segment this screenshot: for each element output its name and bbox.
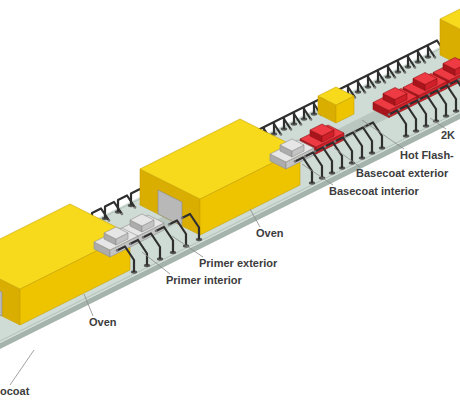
- robot-arm: [368, 71, 385, 88]
- robot-arm: [130, 240, 147, 266]
- station-label: Primer exterior: [199, 257, 277, 270]
- robot-arm: [284, 113, 301, 130]
- robot-arm: [378, 66, 395, 83]
- spray-nozzle: [181, 217, 184, 220]
- spray-nozzle: [290, 128, 293, 131]
- robot-arm: [105, 202, 122, 219]
- station-label: Hot Flash-: [400, 149, 454, 162]
- robot-arm: [295, 158, 312, 184]
- leader-line: [362, 120, 404, 149]
- conveyor-floor: [0, 6, 460, 380]
- robot-rail: [0, 7, 460, 337]
- car-cabin-top: [104, 227, 128, 239]
- car-cabin-top: [383, 88, 407, 100]
- spray-nozzle: [364, 91, 367, 94]
- leader-line: [334, 148, 360, 167]
- spray-nozzle: [108, 219, 111, 222]
- robot-arm: [118, 196, 135, 213]
- leader-lines: [10, 118, 446, 385]
- leader-line: [142, 252, 170, 274]
- car-cabin-top: [413, 73, 437, 85]
- station-label: Oven: [256, 227, 284, 240]
- robot-arm: [294, 108, 311, 125]
- oven-door: [0, 280, 2, 316]
- robot-arm: [398, 56, 415, 73]
- robot-arm: [408, 51, 425, 68]
- spray-nozzle: [404, 71, 407, 74]
- robot-arm: [169, 221, 186, 247]
- leader-line: [302, 164, 333, 185]
- spray-nozzle: [121, 213, 124, 216]
- robot-arm: [358, 76, 375, 93]
- spray-nozzle: [424, 61, 427, 64]
- station-label: Oven: [89, 316, 117, 329]
- oven-box-top: [440, 0, 460, 49]
- spray-nozzle: [374, 86, 377, 89]
- spray-nozzle: [388, 113, 391, 116]
- leader-line: [430, 118, 446, 129]
- car-body-top: [300, 125, 344, 147]
- robot-arm: [418, 46, 435, 63]
- robot-arm: [389, 111, 406, 137]
- car-body-top: [94, 228, 138, 250]
- leader-line: [10, 350, 34, 385]
- leader-line: [250, 209, 260, 227]
- spray-nozzle: [134, 206, 137, 209]
- robot-arm: [182, 214, 199, 240]
- floor-top: [0, 6, 460, 374]
- spray-nozzle: [394, 76, 397, 79]
- spray-nozzle: [168, 223, 171, 226]
- station-label: ocoat: [0, 385, 29, 398]
- robot-arm: [274, 118, 291, 135]
- far-robots: [63, 41, 447, 240]
- robot-rail: [0, 43, 460, 373]
- robot-arm: [449, 81, 460, 107]
- hot-flash-box-top: [318, 87, 354, 105]
- leader-line: [172, 236, 203, 257]
- spray-nozzle: [294, 160, 297, 163]
- spray-nozzle: [384, 81, 387, 84]
- car-bodies: [94, 58, 460, 258]
- car-body-top: [373, 89, 417, 111]
- spray-nozzle: [280, 133, 283, 136]
- spray-nozzle: [434, 56, 437, 59]
- car-cabin-top: [443, 58, 460, 70]
- station-label: Primer interior: [166, 274, 242, 287]
- robot-arm: [117, 247, 134, 273]
- oven-box-top: [140, 119, 300, 199]
- spray-nozzle: [414, 66, 417, 69]
- car-cabin-top: [310, 124, 334, 136]
- spray-nozzle: [310, 118, 313, 121]
- car-cabin-top: [280, 139, 304, 151]
- station-label: Basecoat exterior: [356, 167, 448, 180]
- robot-arm: [388, 61, 405, 78]
- near-robots: [116, 66, 460, 274]
- car-body-top: [270, 140, 314, 162]
- spray-nozzle: [129, 243, 132, 246]
- oven-door: [158, 190, 182, 226]
- car-body-top: [403, 74, 447, 96]
- leader-line: [84, 294, 93, 316]
- spray-nozzle: [142, 236, 145, 239]
- spray-nozzle: [116, 249, 119, 252]
- car-cabin-top: [130, 214, 154, 226]
- robot-arm: [156, 227, 173, 253]
- station-label: 2K: [441, 129, 455, 142]
- floor-side: [0, 44, 460, 380]
- conveyor-track: [0, 22, 460, 359]
- ovens: [0, 0, 460, 325]
- station-label: Basecoat interior: [329, 185, 419, 198]
- spray-nozzle: [155, 230, 158, 233]
- spray-nozzle: [300, 123, 303, 126]
